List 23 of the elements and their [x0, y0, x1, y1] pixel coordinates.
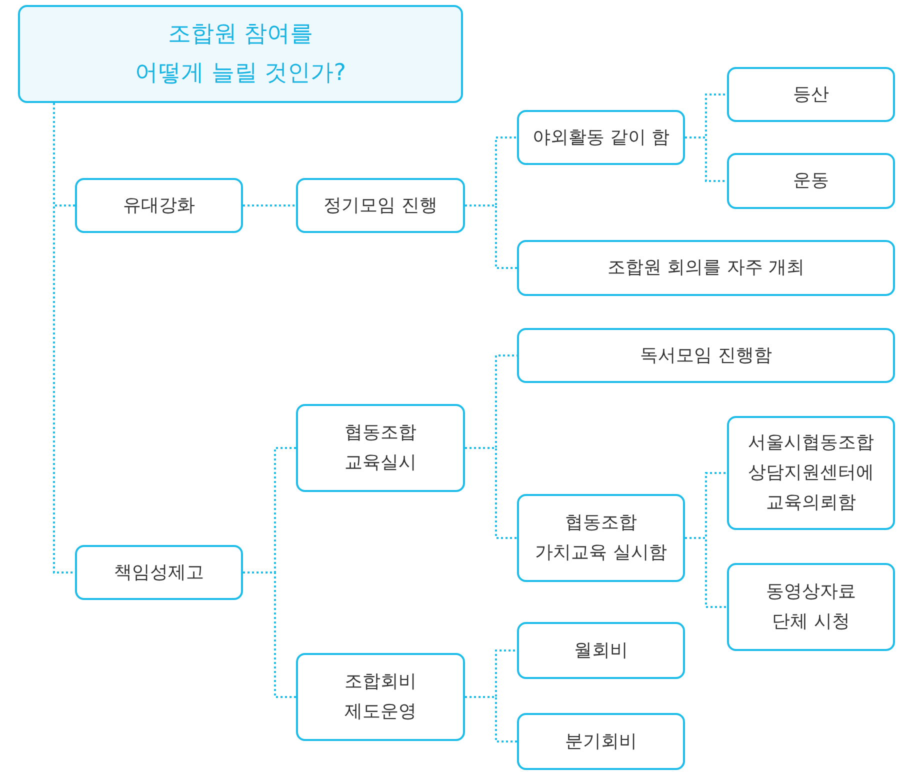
connector-line [243, 204, 296, 206]
topic-box: 조합회비 제도운영 [296, 653, 465, 741]
connector-line [465, 204, 517, 269]
topic-box: 운동 [727, 153, 895, 209]
topic-box: 야외활동 같이 함 [517, 110, 685, 165]
topic-box: 월회비 [517, 622, 685, 679]
title-box: 조합원 참여를 어떻게 늘릴 것인가? [18, 5, 463, 103]
topic-box: 조합원 회의를 자주 개최 [517, 240, 895, 296]
topic-box: 책임성제고 [75, 545, 243, 600]
connector-line [685, 136, 727, 182]
topic-box: 등산 [727, 67, 895, 122]
topic-box: 협동조합 교육실시 [296, 404, 465, 492]
topic-box: 분기회비 [517, 713, 685, 770]
topic-box: 유대강화 [75, 178, 243, 233]
connector-line [685, 537, 727, 608]
topic-box: 서울시협동조합 상담지원센터에 교육의뢰함 [727, 416, 895, 530]
connector-line [465, 696, 517, 742]
connector-line [465, 447, 517, 539]
connector-line [243, 572, 296, 698]
topic-box: 동영상자료 단체 시청 [727, 563, 895, 651]
topic-box: 정기모임 진행 [296, 178, 465, 233]
topic-box: 독서모임 진행함 [517, 328, 895, 383]
topic-box: 협동조합 가치교육 실시함 [517, 494, 685, 582]
